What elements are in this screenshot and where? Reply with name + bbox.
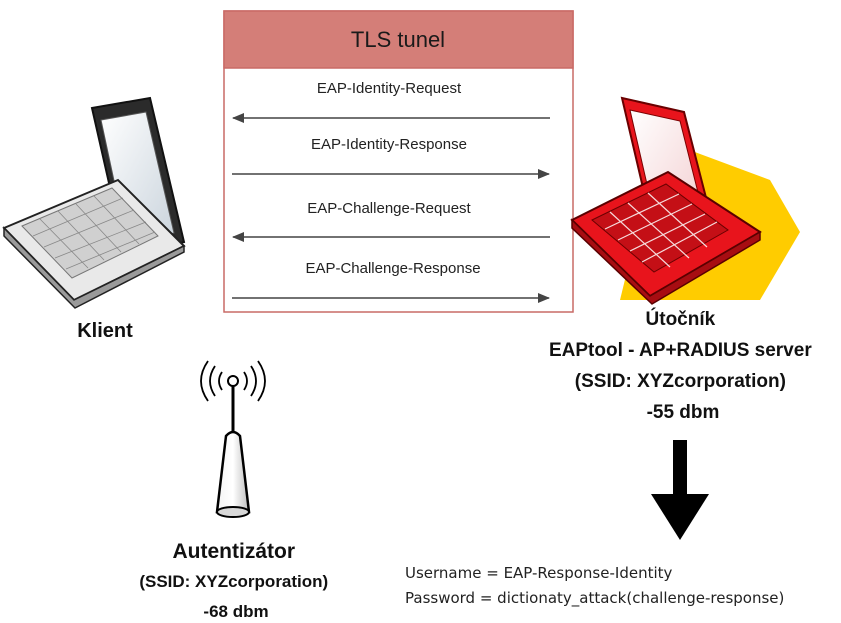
tls-tunnel-title: TLS tunel: [351, 27, 445, 52]
authenticator-label: Autentizátor (SSID: XYZcorporation) -68 …: [139, 540, 332, 621]
tls-tunnel-box: TLS tunel: [223, 10, 574, 313]
attacker-signal: -55 dbm: [647, 402, 720, 423]
attacker-ssid: (SSID: XYZcorporation): [575, 371, 786, 392]
attacker-label: Útočník EAPtool - AP+RADIUS server (SSID…: [549, 308, 817, 423]
result-password: Password = dictionaty_attack(challenge-r…: [405, 589, 784, 608]
message-label: EAP-Challenge-Response: [305, 260, 480, 277]
result-text: Username = EAP-Response-Identity Passwor…: [405, 564, 784, 608]
authenticator-ssid: (SSID: XYZcorporation): [139, 572, 328, 591]
attacker-tool: EAPtool - AP+RADIUS server: [549, 340, 812, 361]
down-arrow-icon: [651, 440, 709, 540]
message-label: EAP-Challenge-Request: [307, 200, 471, 217]
message-list: EAP-Identity-Request EAP-Identity-Respon…: [232, 80, 550, 303]
laptop-icon: [2, 96, 186, 309]
red-laptop-icon: [570, 96, 800, 305]
message-label: EAP-Identity-Request: [317, 80, 462, 97]
attacker-name: Útočník: [646, 308, 716, 330]
client-label: Klient: [77, 320, 133, 342]
message-label: EAP-Identity-Response: [311, 136, 467, 153]
result-username: Username = EAP-Response-Identity: [405, 564, 673, 582]
access-point-icon: [200, 360, 266, 518]
tls-tunnel-header: [223, 10, 574, 69]
authenticator-signal: -68 dbm: [203, 602, 268, 621]
authenticator-name: Autentizátor: [173, 540, 296, 563]
